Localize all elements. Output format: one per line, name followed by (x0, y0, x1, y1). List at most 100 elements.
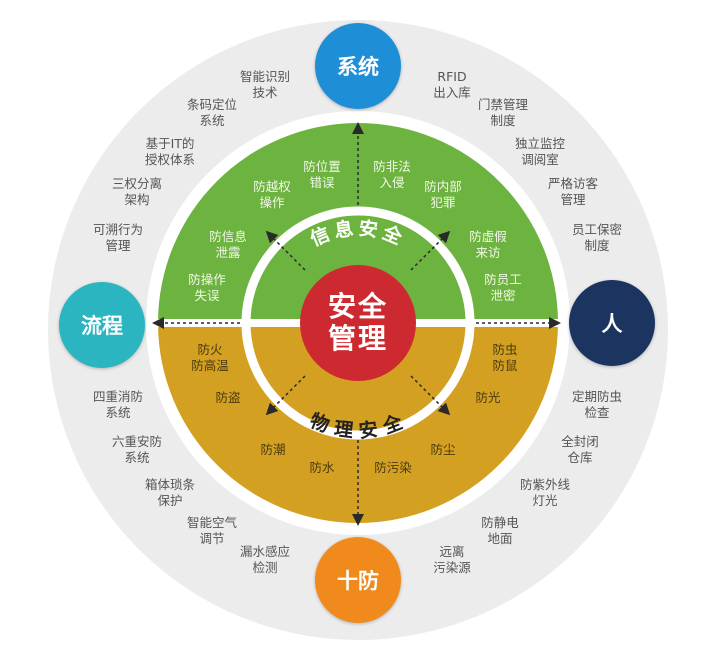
outer-label-line: 定期防虫 (571, 389, 623, 404)
badge-process: 流程 (59, 282, 145, 368)
outer-label: 防静电地面 (481, 515, 519, 547)
outer-label: 独立监控调阅室 (515, 136, 565, 168)
physical-security-item-line: 防污染 (374, 460, 412, 475)
center-title: 安全 管理 (328, 291, 388, 355)
physical-security-item-line: 防水 (309, 460, 335, 475)
outer-label-line: 检测 (252, 560, 278, 575)
outer-label-line: 系统 (105, 405, 131, 420)
outer-label-line: 出入库 (433, 85, 471, 100)
info-security-item-line: 防员工 (484, 272, 522, 287)
badge-system: 系统 (315, 23, 401, 109)
outer-label-line: 全封闭 (561, 434, 599, 449)
outer-label-line: 智能识别 (239, 69, 291, 84)
center-circle (300, 265, 416, 381)
outer-label: 三权分离架构 (112, 176, 162, 208)
physical-security-item: 防火防高温 (191, 342, 229, 374)
outer-label: 门禁管理制度 (478, 97, 528, 129)
outer-label: 条码定位系统 (187, 97, 237, 129)
badge-people: 人 (569, 280, 655, 366)
physical-security-item: 防虫防鼠 (492, 342, 517, 374)
outer-label-line: 调节 (199, 531, 225, 546)
info-security-item: 防操作失误 (188, 272, 226, 304)
info-security-item-line: 防越权 (253, 179, 291, 194)
outer-label: 全封闭仓库 (561, 434, 599, 466)
outer-label-line: 四重消防 (92, 389, 144, 404)
outer-label-line: 仓库 (567, 450, 593, 465)
outer-label-line: 灯光 (532, 493, 558, 508)
outer-label-line: 防静电 (481, 515, 519, 530)
physical-security-item: 防水 (309, 460, 334, 476)
info-security-item-line: 失误 (194, 288, 220, 303)
outer-label: 四重消防系统 (93, 389, 143, 421)
info-security-item: 防虚假来访 (469, 229, 507, 261)
outer-label-line: 授权体系 (144, 152, 196, 167)
outer-label: 箱体琐条保护 (145, 477, 195, 509)
outer-label-line: 漏水感应 (239, 544, 291, 559)
info-security-item-line: 防虚假 (469, 229, 507, 244)
outer-label-line: 员工保密 (571, 222, 623, 237)
physical-security-item-line: 防盗 (215, 390, 241, 405)
outer-label-line: 制度 (490, 113, 516, 128)
outer-label-line: 箱体琐条 (144, 477, 196, 492)
outer-label: 基于IT的授权体系 (145, 136, 195, 168)
outer-label: 定期防虫检查 (572, 389, 622, 421)
physical-security-item-line: 防高温 (191, 358, 229, 373)
info-security-item-line: 错误 (309, 175, 335, 190)
physical-security-item: 防盗 (215, 390, 240, 406)
outer-label-line: 检查 (584, 405, 610, 420)
outer-label-line: 地面 (487, 531, 513, 546)
outer-label: 智能空气调节 (187, 515, 237, 547)
outer-label: 员工保密制度 (572, 222, 622, 254)
info-security-item-line: 防非法 (373, 159, 411, 174)
info-security-item: 防非法入侵 (373, 159, 411, 191)
physical-security-item-line: 防火 (197, 342, 223, 357)
outer-label-line: 系统 (124, 450, 150, 465)
info-security-item: 防员工泄密 (484, 272, 522, 304)
outer-label-line: 严格访客 (547, 176, 599, 191)
outer-label: 防紫外线灯光 (520, 477, 570, 509)
outer-label-line: 架构 (124, 192, 150, 207)
info-security-item-line: 泄密 (490, 288, 516, 303)
info-security-item: 防越权操作 (253, 179, 291, 211)
info-security-item: 防位置错误 (303, 159, 341, 191)
center-title-line1: 安全 (327, 290, 389, 323)
outer-label: 智能识别技术 (240, 69, 290, 101)
physical-security-item-line: 防潮 (260, 442, 286, 457)
physical-security-item-line: 防虫 (492, 342, 518, 357)
info-security-item-line: 防内部 (424, 179, 462, 194)
physical-security-item-line: 防光 (475, 390, 501, 405)
center-title-line2: 管理 (327, 322, 389, 355)
info-security-item-line: 防位置 (303, 159, 341, 174)
outer-label-line: 保护 (157, 493, 183, 508)
arrow-lower-left (265, 375, 306, 416)
outer-label-line: 防紫外线 (519, 477, 571, 492)
info-security-item-line: 犯罪 (430, 195, 456, 210)
arrow-upper-right (410, 230, 451, 271)
info-security-item-line: 来访 (475, 245, 501, 260)
info-security-item-line: 防操作 (188, 272, 226, 287)
outer-label-line: RFID (437, 69, 467, 84)
outer-label-line: 门禁管理 (477, 97, 529, 112)
info-security-item: 防信息泄露 (209, 229, 247, 261)
physical-security-item: 防污染 (374, 460, 412, 476)
arrow-upper-left (265, 230, 306, 271)
info-security-item-line: 防信息 (209, 229, 247, 244)
outer-label: 严格访客管理 (548, 176, 598, 208)
outer-label-line: 管理 (560, 192, 586, 207)
outer-label: 漏水感应检测 (240, 544, 290, 576)
outer-label-line: 远离 (439, 544, 465, 559)
physical-security-item: 防光 (475, 390, 500, 406)
outer-label: 六重安防系统 (112, 434, 162, 466)
arrow-lower-right (410, 375, 451, 416)
outer-label-line: 独立监控 (514, 136, 566, 151)
outer-label-line: 智能空气 (186, 515, 238, 530)
physical-security-item-line: 防鼠 (492, 358, 518, 373)
outer-label-line: 条码定位 (186, 97, 238, 112)
info-security-item-line: 泄露 (215, 245, 241, 260)
physical-security-item-line: 防尘 (430, 442, 456, 457)
outer-label-line: 基于IT的 (145, 136, 195, 151)
info-security-item-line: 操作 (259, 195, 285, 210)
